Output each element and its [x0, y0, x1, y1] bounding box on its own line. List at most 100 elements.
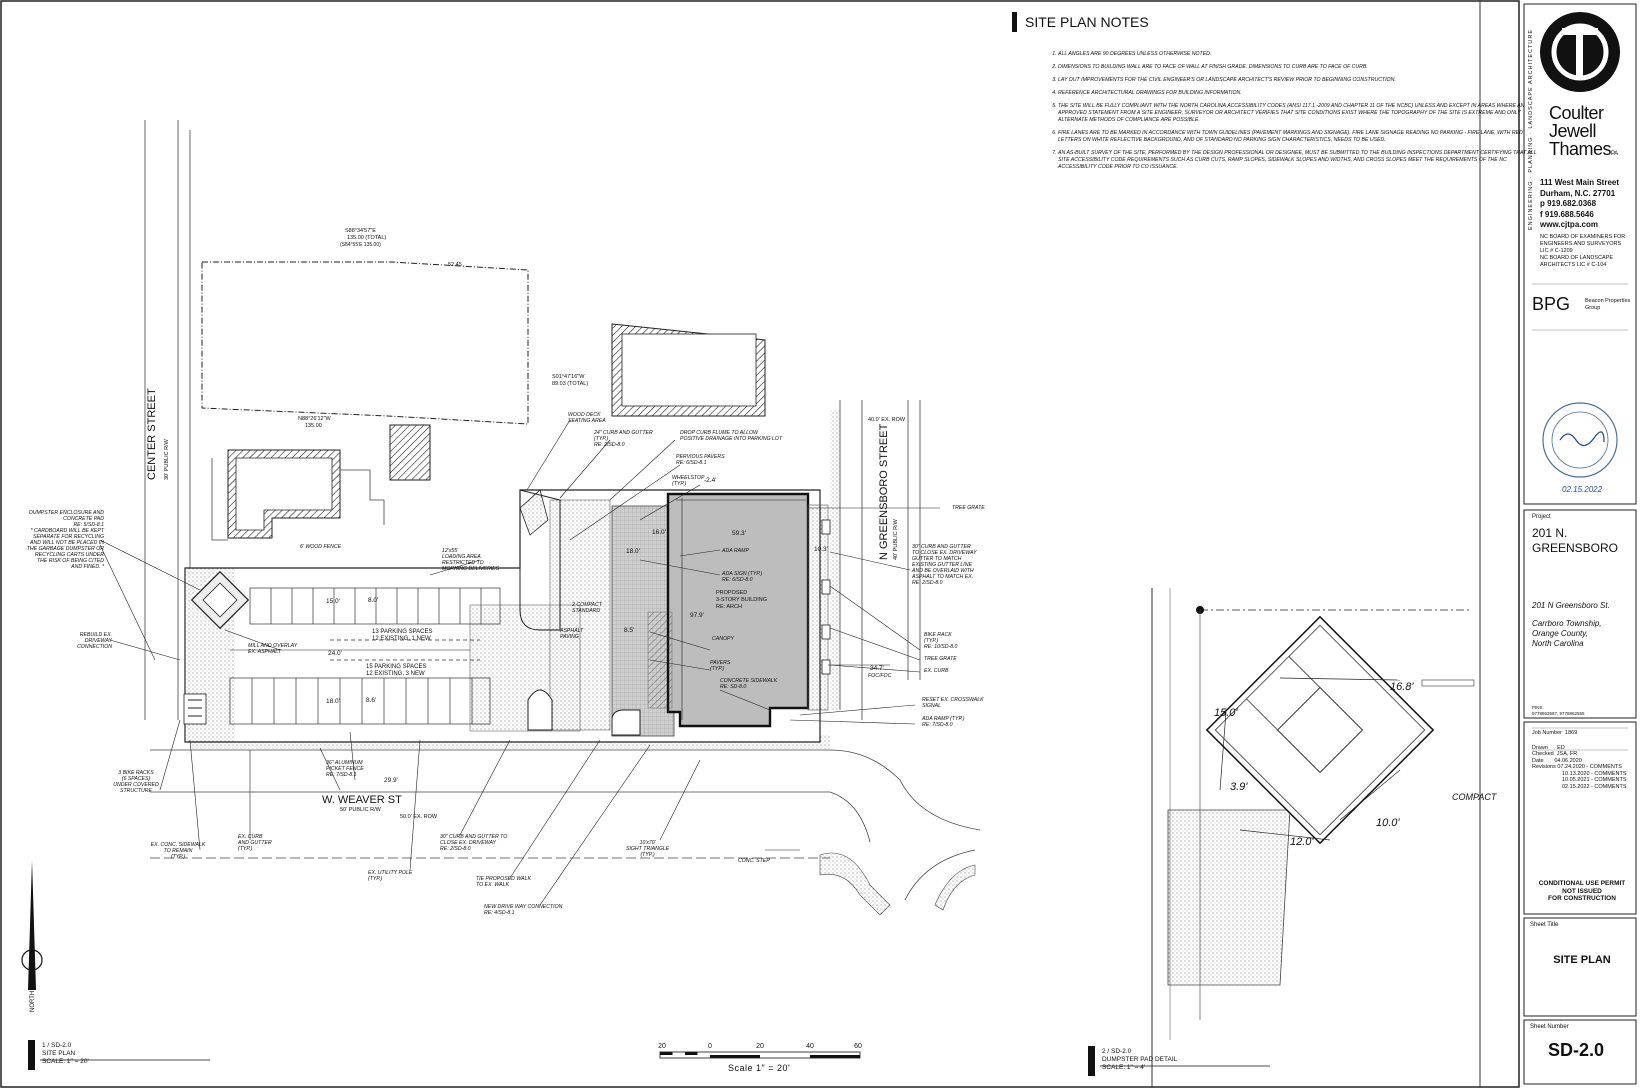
parking-lower-detail: 12 EXISTING, 3 NEW [366, 671, 425, 677]
detail-dim-39: 3.9' [1230, 781, 1248, 793]
address-line: f 919.688.5646 [1540, 209, 1594, 219]
dim-8: 8.0' [368, 597, 378, 604]
parking-upper-detail: 12 EXISTING, 1 NEW [372, 636, 431, 642]
building-label-3: RE: ARCH [716, 604, 742, 610]
weaver-street-label: W. WEAVER ST [322, 794, 402, 806]
firm-address: 111 West Main Street Durham, N.C. 27701 … [1540, 178, 1619, 231]
note-item: FIRE LANES ARE TO BE MARKED IN ACCORDANC… [1058, 130, 1540, 144]
note-item: ALL ANGLES ARE 90 DEGREES UNLESS OTHERWI… [1058, 51, 1540, 58]
project-name: 201 N. GREENSBORO [1532, 526, 1619, 555]
client-logo: BPG [1532, 294, 1571, 314]
cjt-logo [1540, 12, 1620, 92]
site-plan-notes-list: ALL ANGLES ARE 90 DEGREES UNLESS OTHERWI… [1018, 51, 1540, 177]
not-for-construction-stamp: CONDITIONAL USE PERMIT NOT ISSUED FOR CO… [1538, 880, 1626, 902]
property-boundary [201, 261, 529, 425]
detail-dim-168: 16.8' [1390, 681, 1414, 693]
scale-bar [659, 1051, 861, 1059]
parking-upper-count: 13 PARKING SPACES [372, 629, 432, 635]
dim-15: 15.0' [326, 598, 340, 605]
bearing-top-record: (S84°55'E 135.00) [340, 242, 381, 248]
sheet-border [0, 0, 1520, 1088]
callout-curb-24: 24" CURB AND GUTTER(TYP.)RE: 2/SD-8.0 [594, 430, 653, 448]
dumpster-enclosure [190, 570, 250, 630]
scale-tick-2: 20 [756, 1043, 764, 1050]
firm-disciplines: ENGINEERING · PLANNING · LANDSCAPE ARCHI… [1528, 29, 1534, 230]
bearing-bottom: N88°26'12"W [298, 416, 332, 422]
note-item: THE SITE WILL BE FULLY COMPLIANT WITH TH… [1058, 103, 1540, 124]
callout-tree-grate: TREE GRATE [952, 505, 985, 511]
dim-59: 59.3' [732, 530, 746, 537]
note-item: AN AS-BUILT SURVEY OF THE SITE, PERFORME… [1058, 150, 1540, 171]
callout-pavers: PAVERS(TYP.) [710, 660, 731, 672]
dim-97: 97.9' [690, 612, 704, 619]
scale-tick-0: 20 [658, 1043, 666, 1050]
scale-label: Scale 1" = 20' [728, 1063, 791, 1073]
professional-seal [1542, 402, 1618, 478]
site-plan-caption: 1 / SD-2.0 SITE PLAN SCALE: 1" = 20' [42, 1042, 89, 1065]
note-item: REFERENCE ARCHITECTURAL DRAWINGS FOR BUI… [1058, 90, 1540, 97]
dumpster-pad-detail [1167, 606, 1475, 1020]
scale-tick-1: 0 [708, 1043, 712, 1050]
north-label: NORTH [30, 991, 36, 1012]
project-label: Project [1532, 514, 1551, 520]
site-plan-notes-title: SITE PLAN NOTES [1012, 12, 1149, 32]
callout-ex-curb: EX. CURB [924, 668, 949, 674]
upper-parking-stalls [229, 587, 501, 725]
address-line: p 919.682.0368 [1540, 199, 1597, 208]
job-info: Job Number 1869 Drawn ED Checked JSA, FR… [1532, 730, 1627, 790]
dim-10: 10.3' [814, 546, 828, 553]
detail-dim-12: 12.0' [1290, 836, 1314, 848]
callout-ada-sign: ADA SIGN (TYP.)RE: 6/SD-8.0 [722, 571, 763, 583]
detail-dim-10: 10.0' [1376, 817, 1400, 829]
firm-name: Coulter Jewell ThamesPA [1549, 104, 1618, 163]
greensboro-street-label: N GREENSBORO STREET [878, 423, 890, 560]
north-arrow [21, 860, 43, 990]
dim-85: 8.5' [624, 627, 634, 634]
sheet-title-label: Sheet Title [1530, 922, 1559, 928]
callout-tree-grate-2: TREE GRATE [924, 656, 957, 662]
scale-tick-3: 40 [806, 1043, 814, 1050]
sheet-title: SITE PLAN [1553, 954, 1611, 966]
dim-18b: 18.0' [326, 698, 340, 705]
firm-name-line: ThamesPA [1549, 139, 1618, 159]
bearing-top-total: 135.00 (TOTAL) [347, 235, 386, 241]
address-line: 111 West Main Street [1540, 178, 1619, 187]
proposed-building [666, 492, 810, 728]
callout-canopy: CANOPY [712, 636, 734, 642]
dim-16: 16.0' [652, 529, 666, 536]
detail-dim-15: 15.0' [1214, 707, 1238, 719]
center-street-label: CENTER STREET [146, 388, 158, 480]
project-address: 201 N Greensboro St. Carrboro Township, … [1532, 601, 1610, 648]
callout-wood-fence: 6' WOOD FENCE [300, 544, 342, 550]
bearing-segment: 52.45 [448, 262, 462, 268]
callout-ada-ramp: ADA RAMP [722, 548, 749, 554]
dim-neg24: -2.4' [704, 477, 716, 484]
dim-86: 8.6' [366, 697, 376, 704]
parking-lower-count: 15 PARKING SPACES [366, 664, 426, 670]
existing-buildings [227, 323, 766, 539]
sheet-number: SD-2.0 [1548, 1040, 1605, 1060]
callout-utility-pole: EX. UTILITY POLE(TYP.) [368, 870, 413, 882]
address-line: www.cjtpa.com [1540, 220, 1598, 229]
callout-conc-step: CONC. STEP [738, 858, 770, 864]
detail-compact: COMPACT [1452, 792, 1498, 802]
bearing-right: S01°47'16"W [552, 374, 585, 380]
leader-lines [99, 419, 940, 906]
building-label-1: PROPOSED [716, 590, 747, 596]
pins: PINS: 9778863587, 9778862555 [1532, 705, 1585, 716]
license-info: NC BOARD OF EXAMINERS FOR ENGINEERS AND … [1540, 234, 1626, 268]
note-item: LAY OUT IMPROVEMENTS FOR THE CIVIL ENGIN… [1058, 77, 1540, 84]
detail-caption: 2 / SD-2.0 DUMPSTER PAD DETAIL SCALE: 1"… [1102, 1048, 1178, 1071]
